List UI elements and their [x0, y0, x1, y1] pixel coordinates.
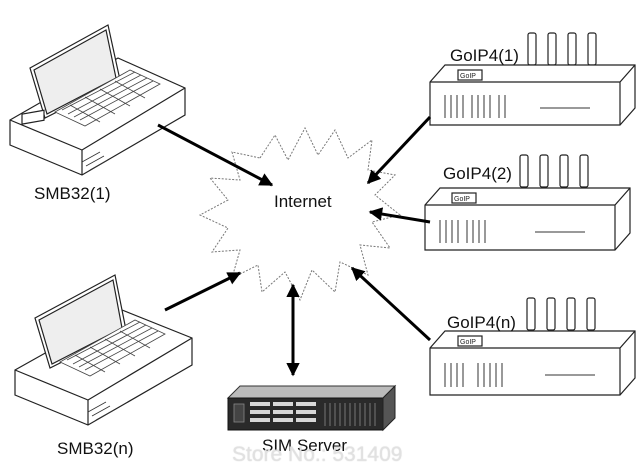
antennas: [526, 297, 596, 331]
arrow-smb32-n-to-internet: [164, 271, 242, 312]
internet-label: Internet: [274, 192, 332, 211]
arrow-goip4-2-to-internet: [368, 207, 431, 224]
connection-arrows: [157, 115, 432, 377]
arrow-smb32-1-to-internet: [157, 123, 274, 187]
goip-logo-text: GoIP: [460, 73, 476, 80]
internet-cloud: [198, 126, 402, 302]
antennas: [519, 154, 589, 188]
smb32-1-label: SMB32(1): [34, 184, 111, 203]
sim-server-label: SIM Server: [262, 436, 348, 455]
goip4-1-label: GoIP4(1): [450, 46, 519, 65]
goip4-n-label: GoIP4(n): [447, 313, 516, 332]
goip-logo-text: GoIP: [454, 196, 470, 203]
smb32-1-device: [9, 24, 186, 176]
goip4-n-device: GoIP: [429, 297, 636, 396]
arrow-goip4-1-to-internet: [366, 115, 432, 185]
store-watermark: Store No.: 531409: [232, 443, 403, 466]
antennas: [527, 32, 597, 66]
arrow-goip4-n-to-internet: [350, 266, 432, 342]
goip4-1-device: GoIP: [429, 32, 636, 126]
smb32-n-device: [14, 274, 193, 426]
sim-server-device: [226, 384, 397, 432]
smb32-n-label: SMB32(n): [57, 439, 134, 458]
goip4-2-label: GoIP4(2): [443, 164, 512, 183]
goip4-2-device: GoIP: [424, 154, 631, 251]
goip-logo-text: GoIP: [460, 339, 476, 346]
